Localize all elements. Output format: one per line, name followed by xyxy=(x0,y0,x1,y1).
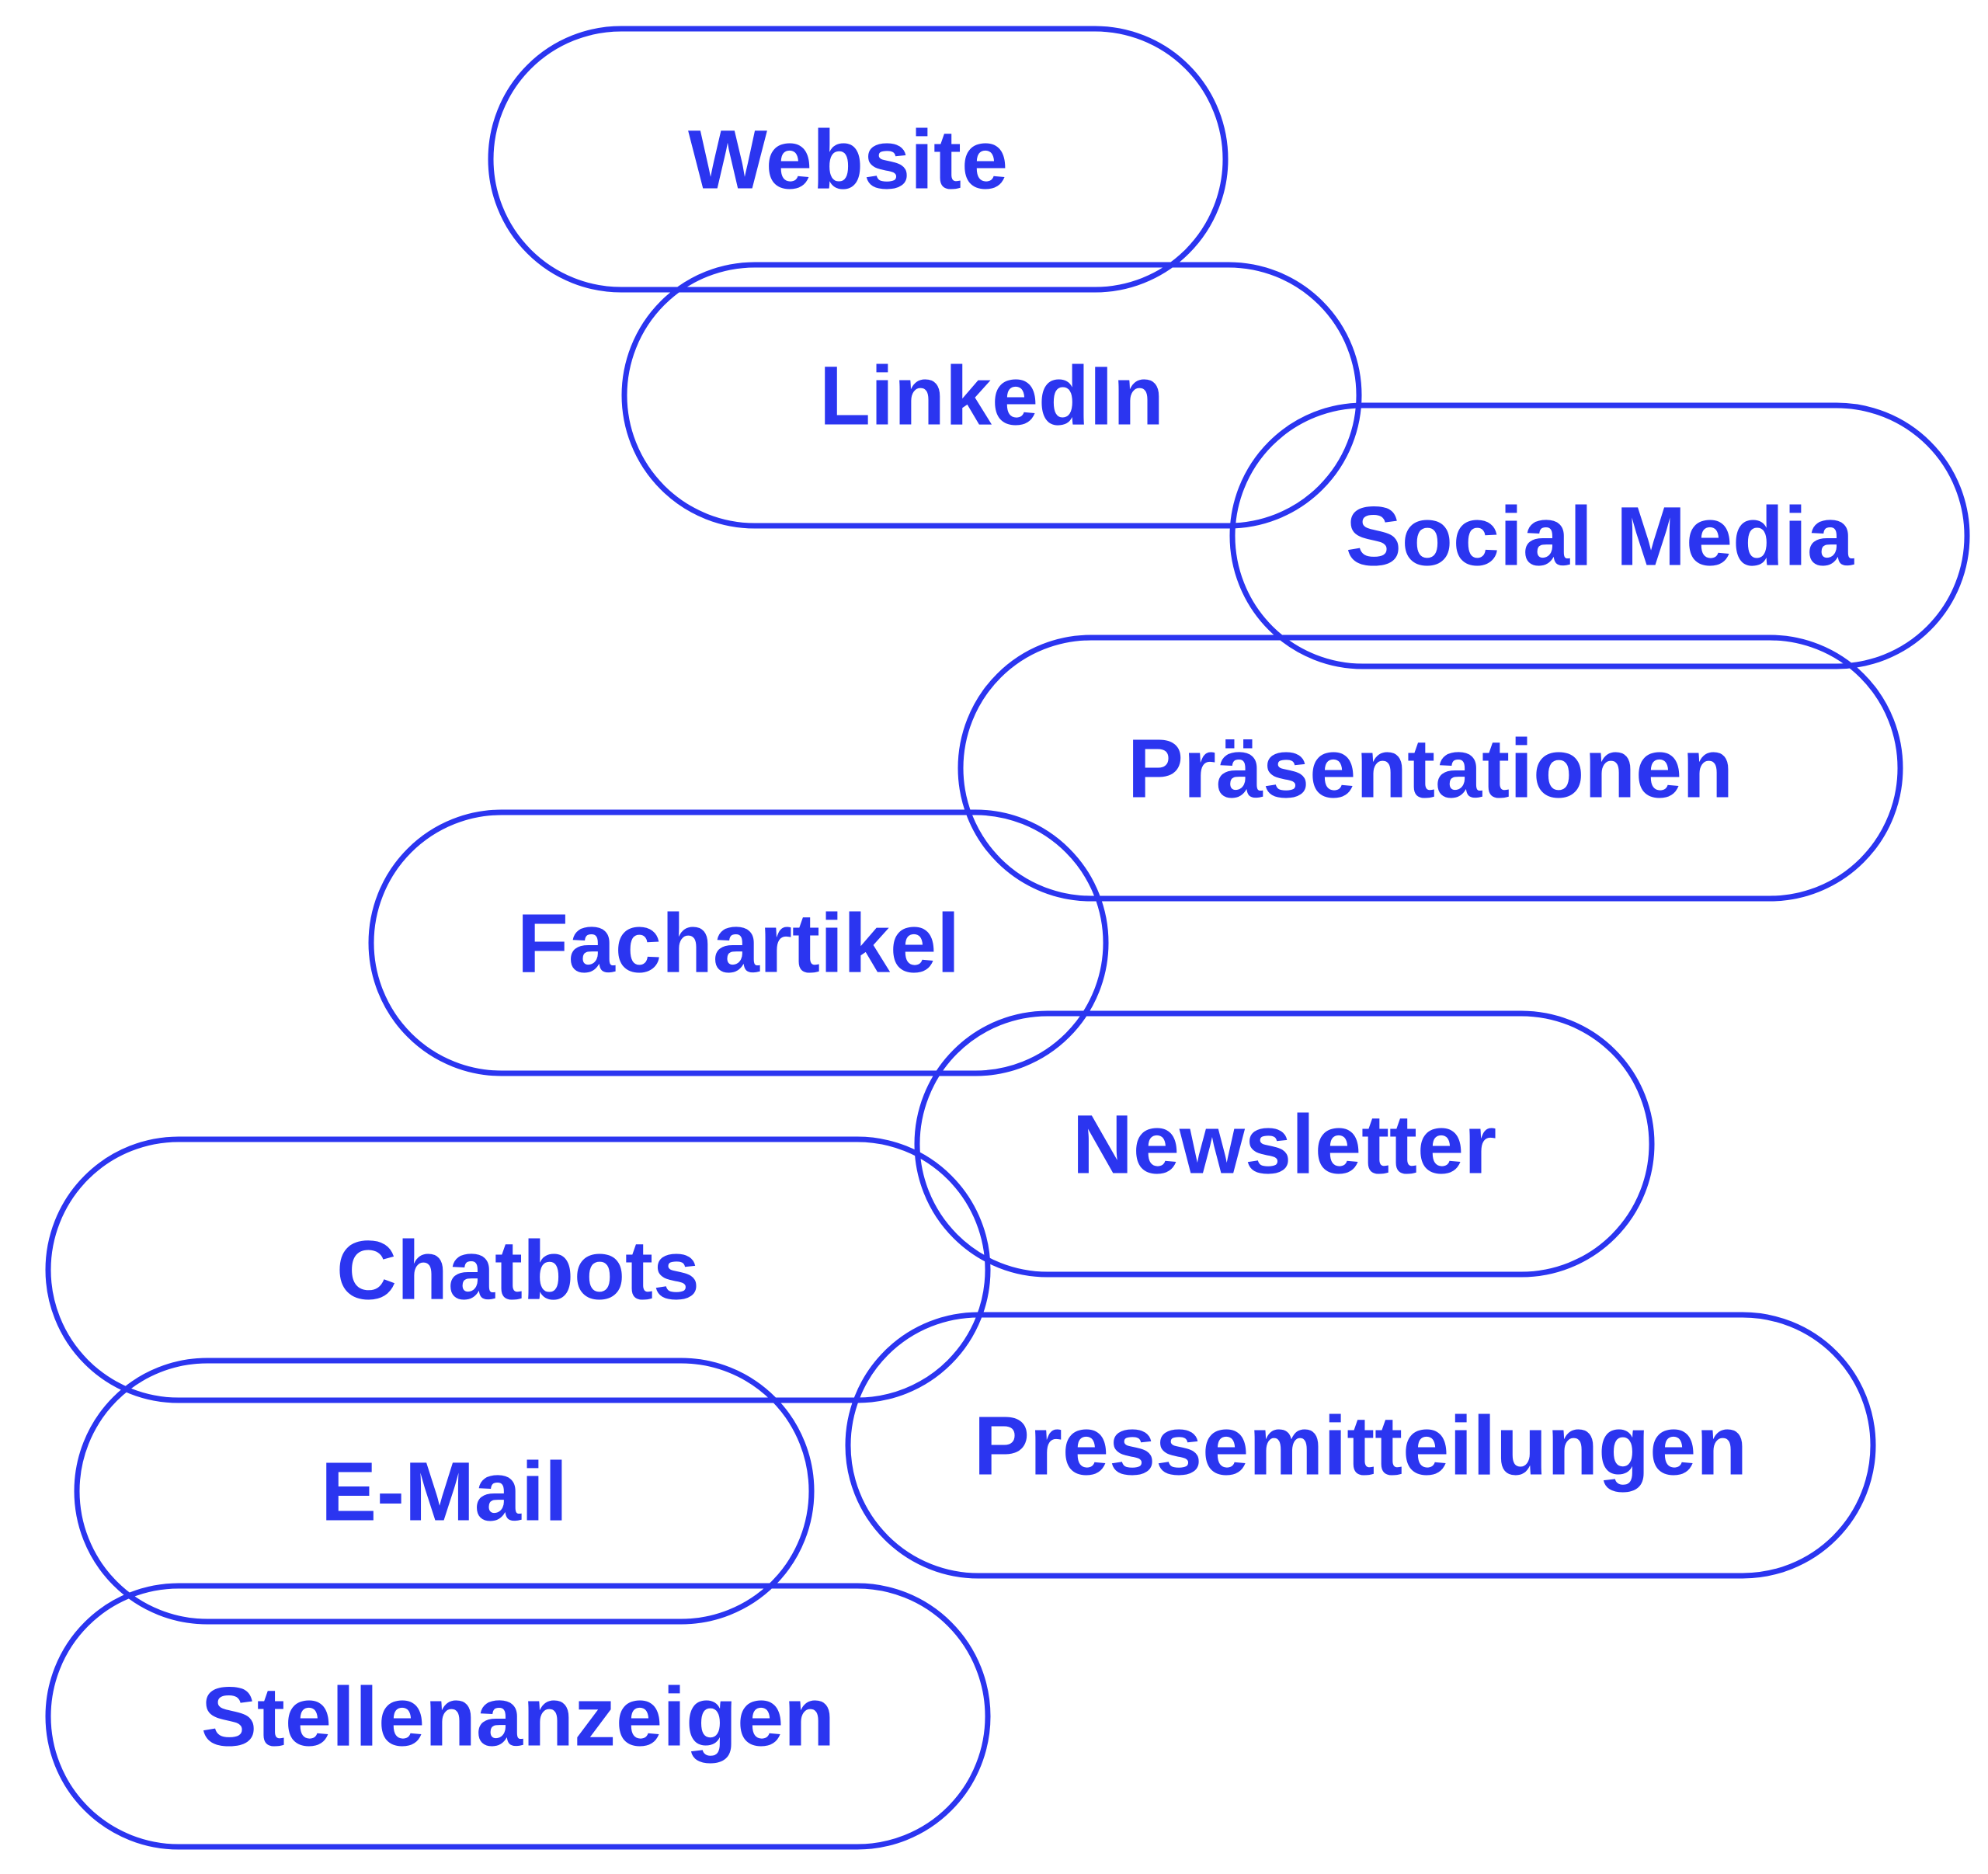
pill-outline-newsletter xyxy=(914,1010,1655,1278)
pill-outline-pressemitteilungen xyxy=(845,1312,1876,1579)
pill-praesentationen: Präsentationen xyxy=(958,635,1903,902)
pill-outline-praesentationen xyxy=(958,635,1903,902)
pill-outline-website xyxy=(488,26,1229,293)
pill-label-social-media: Social Media xyxy=(1346,489,1854,583)
pill-label-pressemitteilungen: Pressemitteilungen xyxy=(974,1399,1747,1493)
pill-label-e-mail: E-Mail xyxy=(321,1445,568,1538)
pill-linkedin: LinkedIn xyxy=(621,262,1362,529)
pill-outline-social-media xyxy=(1229,402,1970,669)
pill-newsletter: Newsletter xyxy=(914,1010,1655,1278)
pill-social-media: Social Media xyxy=(1229,402,1970,669)
pill-label-praesentationen: Präsentationen xyxy=(1128,721,1733,815)
pill-outline-chatbots xyxy=(45,1136,991,1403)
pill-label-fachartikel: Fachartikel xyxy=(517,896,960,990)
pill-label-chatbots: Chatbots xyxy=(336,1223,700,1317)
pill-label-website: Website xyxy=(688,113,1008,207)
pill-stellenanzeigen: Stellenanzeigen xyxy=(45,1583,991,1850)
pill-e-mail: E-Mail xyxy=(74,1358,815,1625)
pill-outline-linkedin xyxy=(621,262,1362,529)
pill-label-stellenanzeigen: Stellenanzeigen xyxy=(201,1670,835,1764)
pill-label-linkedin: LinkedIn xyxy=(819,349,1164,443)
pill-fachartikel: Fachartikel xyxy=(368,809,1109,1076)
pill-website: Website xyxy=(488,26,1229,293)
pill-pressemitteilungen: Pressemitteilungen xyxy=(845,1312,1876,1579)
pill-chatbots: Chatbots xyxy=(45,1136,991,1403)
pill-outline-e-mail xyxy=(74,1358,815,1625)
pill-label-newsletter: Newsletter xyxy=(1072,1097,1496,1191)
pill-outline-fachartikel xyxy=(368,809,1109,1076)
pill-outline-stellenanzeigen xyxy=(45,1583,991,1850)
